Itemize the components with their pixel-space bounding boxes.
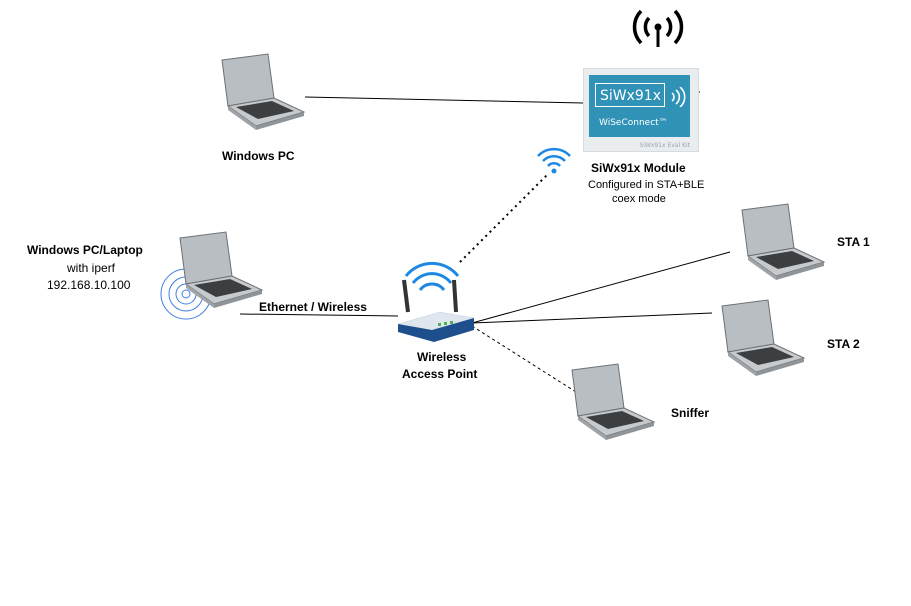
module-signal-icon bbox=[671, 87, 686, 107]
sta2-label: STA 2 bbox=[827, 337, 860, 351]
laptop-icon-sniffer bbox=[566, 362, 656, 442]
laptop-icon-windows-pc bbox=[216, 52, 306, 132]
router-wifi-icon bbox=[404, 261, 460, 291]
laptop-icon-sta1 bbox=[736, 202, 826, 282]
module-kit-text: SiWx91x Eval Kit bbox=[639, 142, 690, 149]
module-brand-text: WiSeConnect™ bbox=[599, 118, 668, 128]
module-panel: SiWx91x WiSeConnect™ bbox=[589, 75, 690, 137]
sniffer-label: Sniffer bbox=[671, 406, 710, 420]
module-label: SiWx91x Module bbox=[591, 161, 686, 175]
laptop-icon-windows-laptop bbox=[174, 230, 264, 310]
windows-laptop-label: Windows PC/Laptop bbox=[27, 243, 143, 257]
module-chip-text: SiWx91x bbox=[595, 83, 665, 107]
laptop-icon-sta2 bbox=[716, 298, 806, 378]
wireless-router-icon bbox=[398, 279, 474, 342]
link-ethernet bbox=[239, 313, 399, 317]
link-ap-sta1 bbox=[471, 251, 731, 324]
siwx91x-module-board: SiWx91x WiSeConnect™ SiWx91x Eval Kit bbox=[583, 68, 699, 152]
radio-antenna-icon bbox=[632, 9, 684, 47]
module-sub1: Configured in STA+BLE bbox=[588, 179, 705, 191]
ethernet-link-label: Ethernet / Wireless bbox=[259, 300, 367, 314]
sta1-label: STA 1 bbox=[837, 235, 870, 249]
wifi-icon bbox=[537, 147, 571, 174]
link-ap-sniffer bbox=[471, 325, 577, 393]
access-point-label-line2: Access Point bbox=[402, 367, 478, 381]
link-ap-sta2 bbox=[471, 312, 713, 324]
link-pc-module bbox=[304, 96, 584, 104]
windows-laptop-ip: 192.168.10.100 bbox=[47, 278, 131, 292]
module-sub2: coex mode bbox=[612, 193, 666, 205]
access-point-label-line1: Wireless bbox=[417, 350, 467, 364]
windows-laptop-sub1: with iperf bbox=[67, 261, 116, 275]
windows-pc-label: Windows PC bbox=[222, 149, 295, 163]
link-ap-module-wireless bbox=[459, 173, 549, 263]
